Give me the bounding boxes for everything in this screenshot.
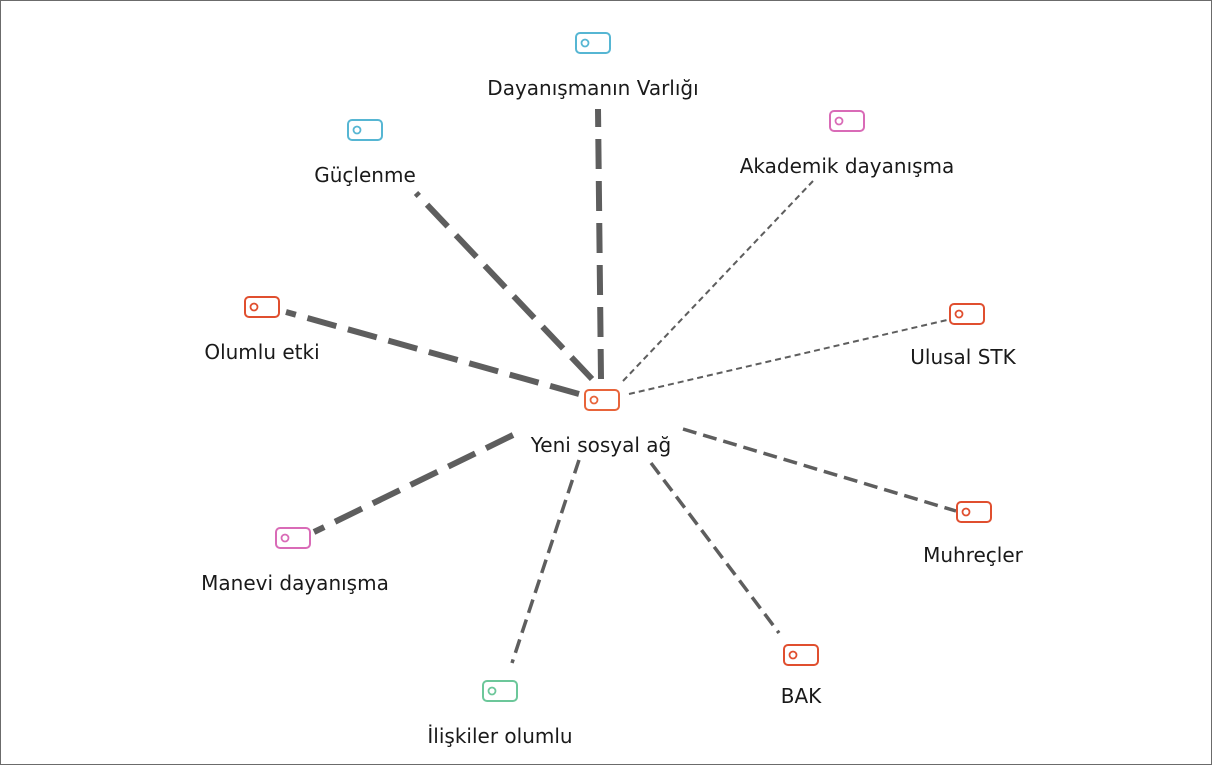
node-label: Muhreçler <box>923 543 1024 567</box>
code-tag-icon <box>575 32 611 54</box>
code-tag-icon <box>949 303 985 325</box>
edge-line <box>413 190 595 382</box>
node-label: Akademik dayanışma <box>740 154 955 178</box>
node-label: Yeni sosyal ağ <box>530 433 672 457</box>
code-tag-icon <box>584 389 620 411</box>
edge-line <box>285 309 580 397</box>
center-node[interactable]: Yeni sosyal ağ <box>530 389 672 457</box>
code-tag-icon <box>244 296 280 318</box>
node-label: Dayanışmanın Varlığı <box>487 76 698 100</box>
code-node[interactable]: İlişkiler olumlu <box>427 680 573 748</box>
edges <box>285 108 957 664</box>
node-label: Ulusal STK <box>910 345 1016 369</box>
code-node[interactable]: Ulusal STK <box>910 303 1017 369</box>
code-node[interactable]: Manevi dayanışma <box>201 527 389 595</box>
code-tag-icon <box>783 644 819 666</box>
code-tag-icon <box>956 501 992 523</box>
code-tag-icon <box>829 110 865 132</box>
code-node[interactable]: Akademik dayanışma <box>740 110 955 178</box>
edge-line <box>595 108 604 380</box>
edge-line <box>649 461 781 635</box>
node-label: Olumlu etki <box>204 340 319 364</box>
code-node[interactable]: BAK <box>781 644 822 708</box>
code-node[interactable]: Güçlenme <box>314 119 416 187</box>
node-label: Manevi dayanışma <box>201 571 389 595</box>
code-tag-icon <box>275 527 311 549</box>
code-tag-icon <box>482 680 518 702</box>
code-node[interactable]: Olumlu etki <box>204 296 320 364</box>
node-label: Güçlenme <box>314 163 416 187</box>
edge-line <box>682 427 957 513</box>
node-label: İlişkiler olumlu <box>427 724 572 748</box>
code-tag-icon <box>347 119 383 141</box>
edge-line <box>312 432 515 535</box>
code-node[interactable]: Muhreçler <box>923 501 1024 567</box>
code-node[interactable]: Dayanışmanın Varlığı <box>487 32 699 100</box>
edge-line <box>510 459 581 664</box>
edge-line <box>622 180 814 382</box>
edge-line <box>628 319 948 395</box>
node-label: BAK <box>781 684 822 708</box>
